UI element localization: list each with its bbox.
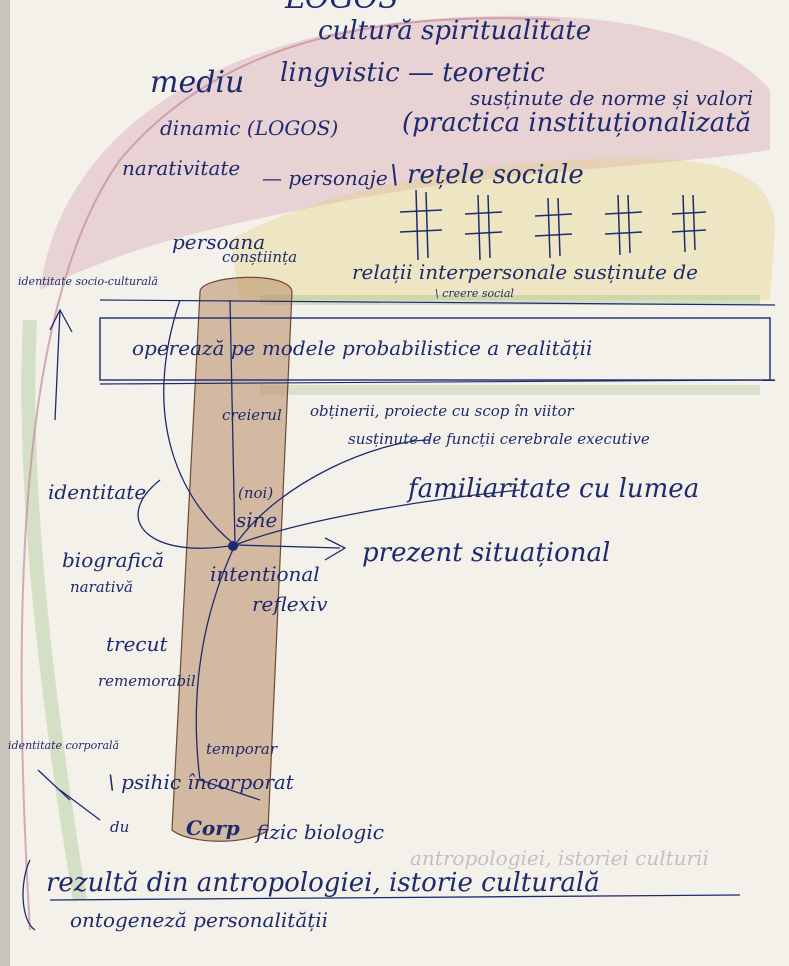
label-biografica: biografică [62, 550, 164, 570]
label-sustinute-functii: susținute de funcții cerebrale executive [348, 432, 650, 447]
label-opereaza-modele: operează pe modele probabilistice a real… [132, 338, 592, 358]
label-personaje: — personaje [262, 168, 388, 188]
top-cut-text: LOGOS [285, 0, 399, 14]
label-lingvistic-teoretic: lingvistic — teoretic [280, 60, 545, 86]
label-mediu: mediu [150, 68, 244, 98]
label-familiaritate: familiaritate cu lumea [408, 476, 699, 502]
label-fizic-biologic: fizic biologic [256, 822, 384, 842]
label-rememorabil: rememorabil [98, 674, 196, 689]
label-obtinerea: obținerii, proiecte cu scop în viitor [310, 404, 574, 419]
label-creere-social: \ creere social [435, 288, 514, 299]
self-node [228, 541, 238, 551]
label-faint-footer: antropologiei, istoriei culturii [410, 848, 709, 868]
label-reflexiv: reflexiv [252, 594, 328, 614]
label-intentional: intentional [210, 564, 320, 584]
label-retele-sociale: \ rețele sociale [390, 162, 584, 188]
label-practica: (practica instituționalizată [402, 110, 751, 136]
label-du: du [110, 820, 129, 835]
label-identitate-corporala: identitate corporală [8, 740, 119, 751]
label-narativa: narativă [70, 580, 133, 595]
label-ontogeneza: ontogeneză personalității [70, 910, 328, 930]
label-constiinta: conștiința [222, 250, 297, 265]
label-sustinute-norme: susținute de norme și valori [470, 88, 753, 108]
label-identitate: identitate [48, 482, 146, 502]
label-cultura-spiritualitati: cultură spiritualitate [318, 18, 591, 44]
label-sine: sine [236, 510, 277, 530]
label-narativitati: narativitate [122, 158, 240, 178]
label-dinamic-logos: dinamic (LOGOS) [160, 118, 338, 138]
label-rezulta: rezultă din antropologiei, istorie cultu… [46, 870, 600, 896]
label-trecut: trecut [106, 634, 168, 654]
label-prezent-situational: prezent situațional [362, 540, 610, 566]
label-psihic-incorporat: \ psihic încorporat [108, 772, 294, 792]
label-creierul: creierul [222, 408, 282, 423]
label-noi: (noi) [238, 486, 273, 501]
label-identitate-socio-culturala: identitate socio-culturală [18, 276, 158, 287]
label-temporar: temporar [206, 742, 277, 757]
label-relatii-interpersonale: relații interpersonale susținute de [352, 262, 698, 282]
label-corp: Corp [186, 818, 240, 838]
